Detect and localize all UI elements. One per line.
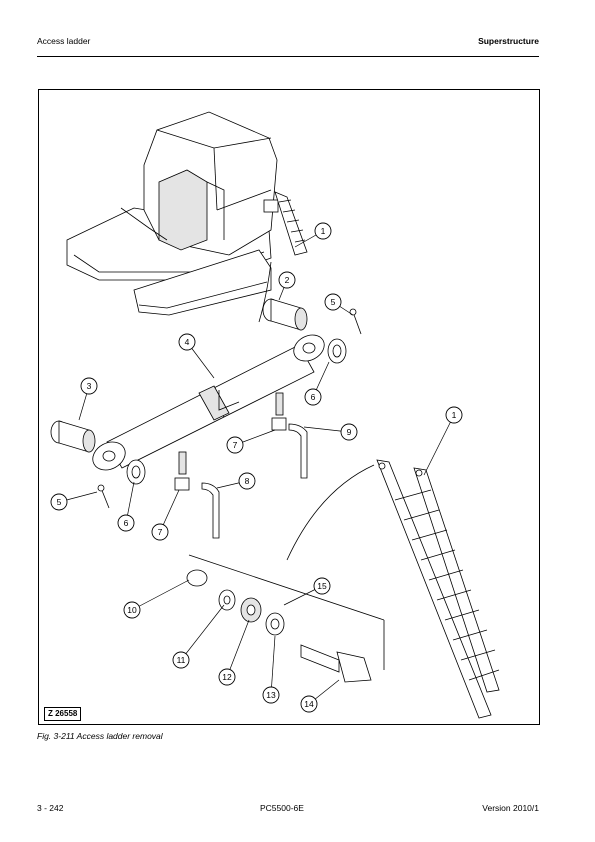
callout-number: 1 (452, 410, 457, 420)
callout-circle (262, 686, 280, 704)
callout-leader-line (131, 579, 190, 611)
callout-number: 6 (311, 392, 316, 402)
callout-circle (226, 436, 244, 454)
callout-circle (123, 601, 141, 619)
header-rule (37, 56, 539, 57)
callout-circle (80, 377, 98, 395)
callout-circle (300, 695, 318, 713)
callout-number: 8 (245, 476, 250, 486)
footer-model: PC5500-6E (260, 803, 304, 813)
footer-version: Version 2010/1 (482, 803, 539, 813)
callout-number: 4 (185, 337, 190, 347)
callout-circle (278, 271, 296, 289)
callout-circle (324, 293, 342, 311)
drawing-number: Z 26558 (44, 707, 82, 721)
callout-circle (238, 472, 256, 490)
header-chapter-title: Superstructure (478, 36, 539, 46)
header-section-title: Access ladder (37, 36, 91, 46)
callout-leader-line (423, 414, 455, 476)
access-ladder (376, 459, 500, 719)
callout-circle (314, 222, 332, 240)
hydraulic-cylinder (92, 334, 325, 471)
callout-circle (172, 651, 190, 669)
callout-number: 11 (177, 655, 186, 665)
callout-number: 2 (285, 275, 290, 285)
callout-circle (445, 406, 463, 424)
callout-circle (304, 388, 322, 406)
callout-number: 14 (304, 699, 314, 709)
callout-leader-line (270, 635, 276, 696)
callout-number: 5 (331, 297, 336, 307)
pin-upper (262, 298, 308, 331)
callout-number: 7 (158, 527, 163, 537)
callout-number: 5 (57, 497, 62, 507)
callout-circle (218, 668, 236, 686)
callout-circle (313, 577, 331, 595)
callout-leader-line (180, 604, 225, 661)
callout-number: 10 (127, 605, 137, 615)
figure-caption: Fig. 3-211 Access ladder removal (37, 731, 163, 741)
callout-circle (178, 333, 196, 351)
footer-page-number: 3 - 242 (37, 803, 64, 813)
callout-number: 7 (233, 440, 238, 450)
pin-lower (50, 420, 96, 453)
callout-circle (50, 493, 68, 511)
callout-number: 9 (347, 427, 352, 437)
callout-number: 1 (321, 226, 326, 236)
callout-number: 3 (87, 381, 92, 391)
excavator-illustration (66, 111, 308, 316)
fittings-upper (271, 392, 308, 479)
callout-number: 15 (317, 581, 327, 591)
callout-number: 6 (124, 518, 129, 528)
callout-number: 13 (266, 690, 276, 700)
fittings-lower (174, 451, 220, 539)
callout-circle (117, 514, 135, 532)
callout-circle (340, 423, 358, 441)
callout-leader-line (226, 619, 250, 678)
callout-number: 12 (222, 672, 232, 682)
callout-circle (151, 523, 169, 541)
hardware-group (186, 569, 372, 683)
